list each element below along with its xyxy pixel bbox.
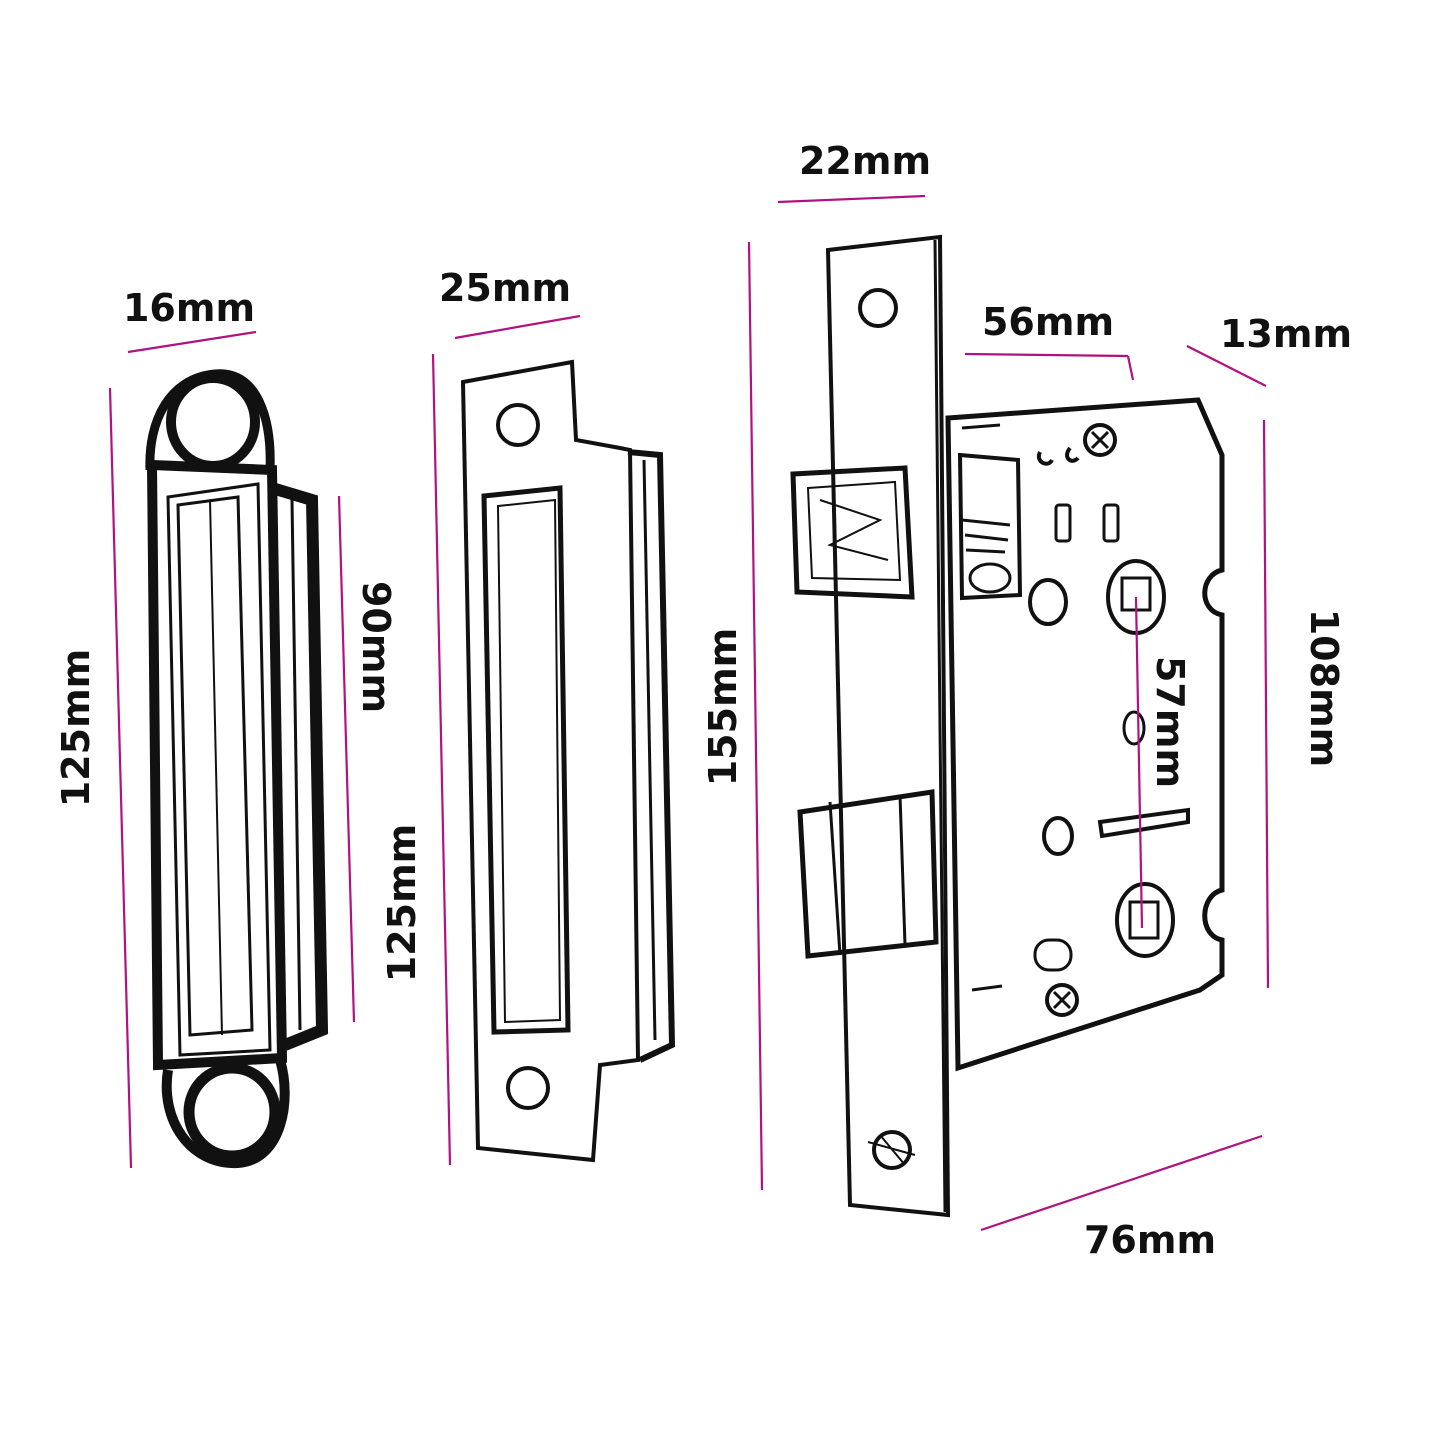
- dim-line-backset: [964, 352, 1129, 358]
- label-strike-width: 25mm: [438, 266, 572, 310]
- label-centres: 57mm: [1148, 655, 1192, 789]
- dimension-lines: [108, 194, 1270, 1232]
- label-case-height: 108mm: [1302, 608, 1346, 768]
- dim-line-centres: [1134, 596, 1144, 929]
- dim-line-backset-tick: [1126, 355, 1135, 381]
- box-keep: [145, 369, 329, 1169]
- label-keep-recess-height: 90mm: [354, 580, 398, 714]
- dim-line-keep-height: [108, 387, 133, 1169]
- label-faceplate-width: 22mm: [798, 139, 932, 183]
- dim-line-case-depth: [1186, 345, 1267, 387]
- mortice-latch: [790, 234, 1225, 1218]
- dim-line-keep-width: [127, 330, 257, 354]
- dim-line-strike-width: [454, 314, 581, 340]
- dim-line-strike-height: [431, 353, 452, 1166]
- label-case-length: 76mm: [1083, 1218, 1217, 1262]
- dim-line-faceplate-width: [777, 194, 926, 204]
- label-faceplate-height: 155mm: [701, 627, 745, 787]
- label-keep-width: 16mm: [122, 286, 256, 330]
- strike-plate: [460, 359, 676, 1163]
- dim-line-case-length: [980, 1134, 1263, 1232]
- label-keep-height: 125mm: [54, 648, 98, 808]
- label-strike-height: 125mm: [380, 823, 424, 983]
- dim-line-case-height: [1262, 419, 1270, 989]
- label-backset: 56mm: [981, 300, 1115, 344]
- dim-line-keep-recess: [337, 495, 356, 1023]
- label-case-depth: 13mm: [1219, 312, 1353, 356]
- dim-line-faceplate-height: [747, 241, 764, 1191]
